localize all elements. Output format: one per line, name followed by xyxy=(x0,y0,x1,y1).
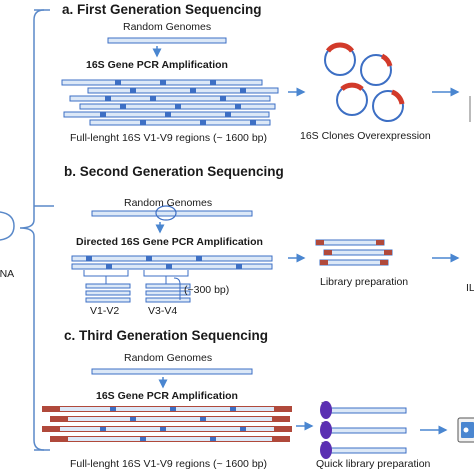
c-library-fragments xyxy=(320,401,407,459)
section-a-title: a. First Generation Sequencing xyxy=(62,2,262,17)
section-b-region1-label: V1-V2 xyxy=(90,305,120,317)
section-a-genomes-label: Random Genomes xyxy=(123,21,212,33)
b-genome-strand xyxy=(91,210,253,217)
c-pcr-strands xyxy=(42,406,292,442)
section-c-pcr-label: 16S Gene PCR Amplification xyxy=(96,390,238,402)
section-b-size-label: (~300 bp) xyxy=(184,284,230,296)
section-c-title: c. Third Generation Sequencing xyxy=(64,328,269,343)
section-b-step-label: Library preparation xyxy=(320,276,409,288)
section-b-region2-label: V3-V4 xyxy=(148,305,178,317)
section-bracket xyxy=(19,9,45,451)
section-b-genomes-label: Random Genomes xyxy=(124,197,213,209)
a-genome-strand xyxy=(107,37,227,44)
section-a-regions-label: Full-lenght 16S V1-V9 regions (~ 1600 bp… xyxy=(70,132,267,144)
section-a-pcr-label: 16S Gene PCR Amplification xyxy=(86,59,228,71)
sequencer-device-icon xyxy=(457,417,474,443)
a-plasmid-clones xyxy=(324,42,405,122)
section-b-cut-label: IL xyxy=(466,282,474,294)
a-pcr-strands xyxy=(61,79,279,126)
left-dna-label: DNA xyxy=(0,268,15,280)
dna-circle-fragment xyxy=(0,211,15,241)
section-c-regions-label: Full-lenght 16S V1-V9 regions (~ 1600 bp… xyxy=(70,458,267,470)
section-b-pcr-label: Directed 16S Gene PCR Amplification xyxy=(76,236,263,248)
b-target-circle xyxy=(155,205,177,221)
section-c-step-label: Quick library preparation xyxy=(316,458,431,470)
section-c-genomes-label: Random Genomes xyxy=(124,352,213,364)
section-a-step-label: 16S Clones Overexpression xyxy=(300,130,431,142)
c-genome-strand xyxy=(91,368,253,375)
b-short-fragments xyxy=(85,277,191,303)
b-library-fragments xyxy=(315,239,393,266)
b-region-brackets xyxy=(83,270,189,284)
b-pcr-strands xyxy=(71,255,273,270)
section-b-title: b. Second Generation Sequencing xyxy=(64,164,284,179)
